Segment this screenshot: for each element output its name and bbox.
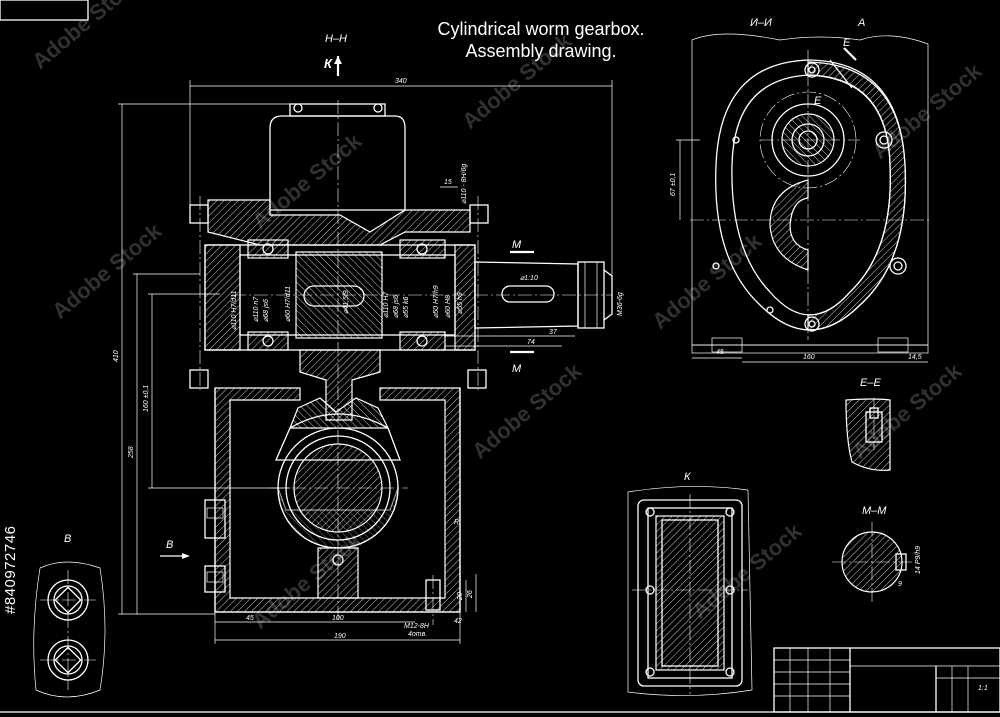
view-k-marker: К [324,56,333,71]
dim-side-160: 160 [803,354,815,361]
dim-26: 26 [467,590,474,599]
dim-key-small: 9 [898,581,902,588]
dim-d-l: ⌀110 - 8H/6g [461,164,468,204]
side-view: И–И А Е Е [670,17,930,363]
view-b: В [33,533,106,698]
watermark: Adobe Stock [467,358,587,464]
dim-d-i: ⌀50 H7/h9 [433,285,440,318]
bolt-note: М12-8H [404,623,430,630]
dim-key-fit: 14 P9/h9 [915,546,922,574]
view-label-a: А [857,17,865,29]
section-marker-m-top: М [512,239,522,251]
dim-d-c: ⌀68 js6 [263,299,270,322]
dim-37: 37 [549,329,558,336]
dim-d-k: ⌀55 h9 [457,292,464,314]
section-label-side: И–И [750,17,772,29]
stock-id: #840972746 [2,525,19,615]
section-marker-m-bottom: М [512,363,522,375]
dim-15: 15 [444,179,452,186]
dim-side-45: 45 [716,349,724,356]
dim-d-d: ⌀60 H7/d11 [285,286,292,322]
bolt-note-2: 4отв. [408,631,427,638]
dim-height-total: 410 [113,350,120,362]
dim-side-145: 14,5 [908,354,922,361]
drawing-title: Cylindrical worm gearbox. Assembly drawi… [410,18,672,62]
dim-base-45: 45 [246,615,254,622]
r-mark: R [454,519,459,526]
dim-d-e: ⌀41,5f9 [343,290,350,314]
view-k: К [627,471,753,696]
section-label-main: Н–Н [325,33,347,45]
title-line-2: Assembly drawing. [465,41,617,61]
section-marker-e-top: Е [843,37,851,49]
main-section-view: Н–Н К 340 410 258 160 ±0,1 [113,33,624,644]
view-label-k: К [684,471,691,483]
dim-axis-height: 160 ±0,1 [143,385,150,412]
dim-d-a: ⌀110 H7/d11 [231,291,238,330]
dim-side-67: 67 ±0,1 [670,173,677,196]
section-m-m: М–М 14 P9/h9 9 [832,505,922,602]
view-label-b: В [64,533,71,545]
dim-taper: ⌀1:10 [520,275,538,282]
title-block: 1:1 [773,647,1000,713]
dim-74: 74 [527,339,535,346]
dim-base-190: 190 [334,633,346,640]
title-line-1: Cylindrical worm gearbox. [437,19,645,39]
dim-42: 42 [454,618,462,625]
dim-d-j: ⌀60 H8 [445,295,452,318]
section-e-e: Е–Е [845,377,891,471]
watermark: Adobe Stock [47,218,167,324]
view-b-arrow-label: В [166,539,173,551]
dim-d-h: ⌀55 k6 [403,297,410,318]
dim-20: 20 [457,592,464,601]
watermark: Adobe Stock [27,0,147,74]
dim-thread: М36-6g [617,292,624,316]
dim-d-g: ⌀68 js6 [393,295,400,318]
dim-width-top: 340 [395,78,407,85]
watermark: Adobe Stock [647,228,767,334]
dim-base-100: 100 [332,615,344,622]
section-label-e: Е–Е [860,377,881,389]
dim-height-mid: 258 [128,446,135,459]
section-label-m: М–М [862,505,887,517]
dim-d-b: ⌀110 n7 [253,296,260,322]
title-block-scale: 1:1 [978,685,988,692]
section-marker-e-inner: Е [814,95,822,107]
dim-d-f: ⌀110 H7 [383,291,390,318]
